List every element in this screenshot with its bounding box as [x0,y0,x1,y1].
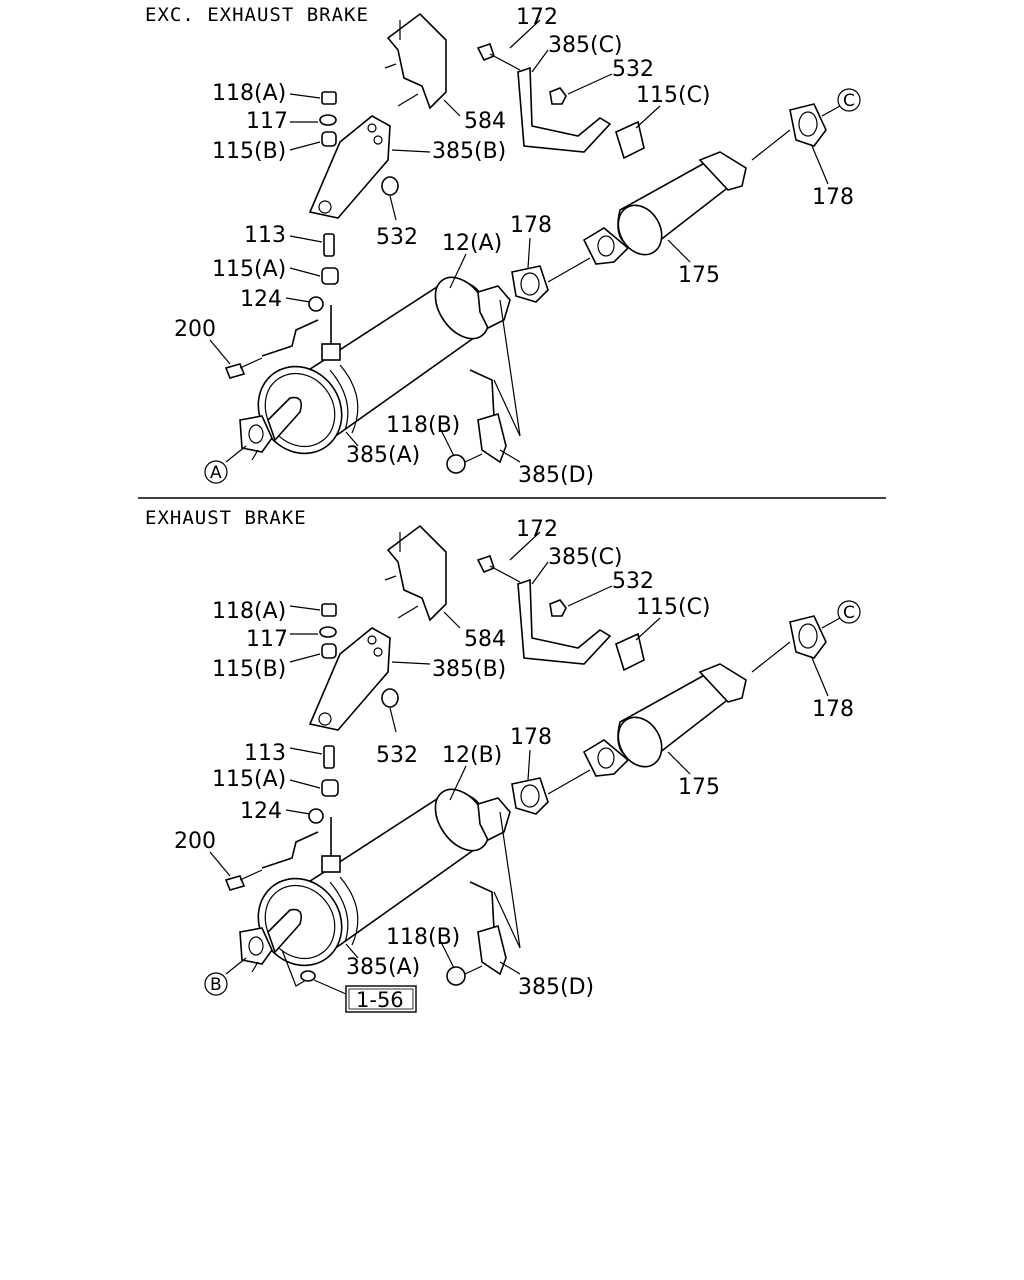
label-175: 175 [678,775,720,800]
ref-circle-c: C [837,600,861,624]
label-115c: 115(C) [636,83,711,108]
label-113: 113 [244,741,286,766]
svg-text:B: B [210,975,222,995]
label-532-lower: 532 [376,743,418,768]
label-385b: 385(B) [432,657,506,682]
label-115a: 115(A) [212,767,286,792]
section-exhaust-brake: EXHAUST BRAKE 172 385(C) 532 115(C) C 11… [145,507,861,1013]
label-532: 532 [612,569,654,594]
label-385a: 385(A) [346,443,420,468]
svg-text:C: C [843,91,855,111]
page-reference-label: 1-56 [356,988,404,1012]
label-118a: 118(A) [212,599,286,624]
label-532-lower: 532 [376,225,418,250]
label-178-lower: 178 [510,213,552,238]
label-385d: 385(D) [518,463,594,488]
label-117: 117 [246,627,288,652]
label-178-upper: 178 [812,697,854,722]
ref-circle-b: B [204,972,228,996]
label-12a: 12(A) [442,231,502,256]
label-385a: 385(A) [346,955,420,980]
label-115a: 115(A) [212,257,286,282]
label-124: 124 [240,287,282,312]
label-385d: 385(D) [518,975,594,1000]
label-115b: 115(B) [212,139,286,164]
label-172: 172 [516,517,558,542]
section-title: EXHAUST BRAKE [145,507,307,529]
label-178-lower: 178 [510,725,552,750]
label-118b: 118(B) [386,925,460,950]
label-385c: 385(C) [548,33,623,58]
label-532: 532 [612,57,654,82]
ref-circle-a: A [204,460,228,484]
page-reference-box[interactable]: 1-56 [345,985,417,1013]
label-178-upper: 178 [812,185,854,210]
section-exc-exhaust-brake: EXC. EXHAUST BRAKE 172 385(C) 532 115(C)… [145,4,861,488]
label-200: 200 [174,829,216,854]
label-115c: 115(C) [636,595,711,620]
ref-circle-c: C [837,88,861,112]
label-113: 113 [244,223,286,248]
label-172: 172 [516,5,558,30]
label-175: 175 [678,263,720,288]
label-118b: 118(B) [386,413,460,438]
label-385b: 385(B) [432,139,506,164]
svg-text:C: C [843,603,855,623]
label-200: 200 [174,317,216,342]
section-title: EXC. EXHAUST BRAKE [145,4,369,26]
label-115b: 115(B) [212,657,286,682]
label-124: 124 [240,799,282,824]
label-117: 117 [246,109,288,134]
label-12b: 12(B) [442,743,502,768]
label-385c: 385(C) [548,545,623,570]
label-584: 584 [464,627,506,652]
label-584: 584 [464,109,506,134]
svg-text:A: A [210,463,222,483]
label-118a: 118(A) [212,81,286,106]
